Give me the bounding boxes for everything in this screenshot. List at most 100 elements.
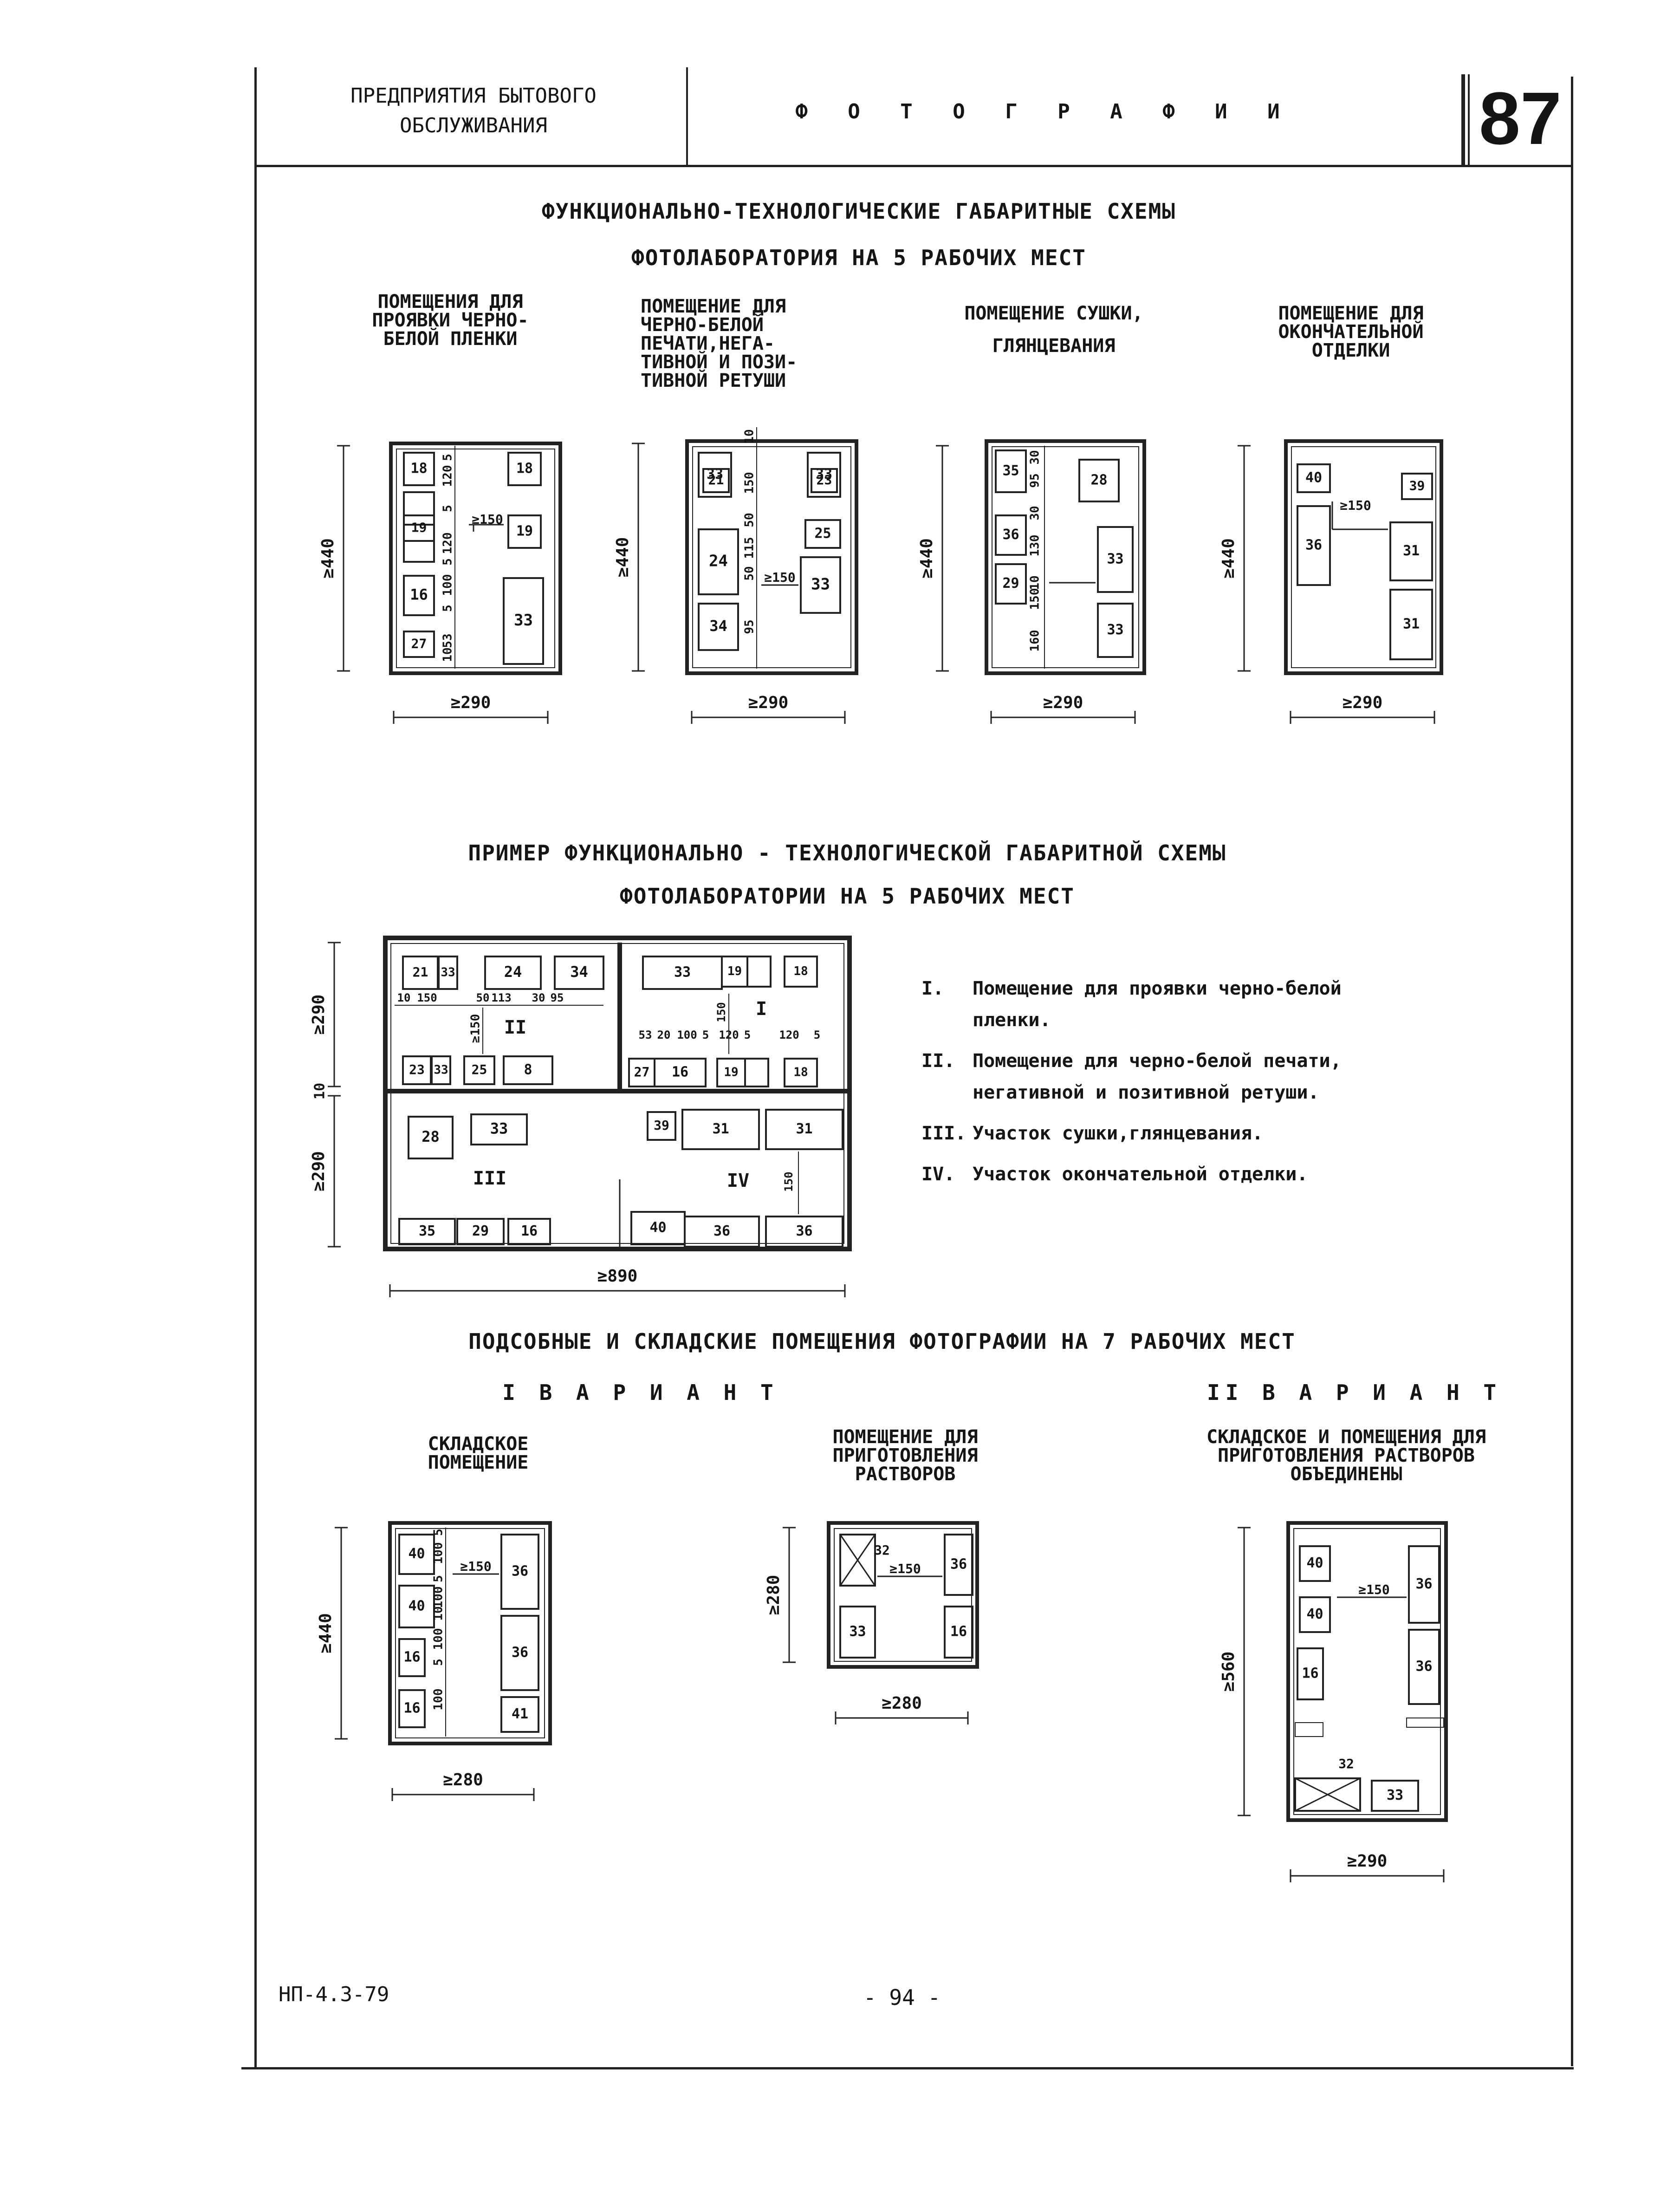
- equipment-box: [1299, 1596, 1331, 1633]
- room-inner-line: [1291, 446, 1436, 668]
- combined-label: СКЛАДСКОЕ И ПОМЕЩЕНИЯ ДЛЯ ПРИГОТОВЛЕНИЯ …: [1206, 1426, 1486, 1485]
- footer-page: - 94 -: [863, 1985, 941, 2010]
- equipment-box: [647, 1111, 676, 1141]
- legend-num: II.: [921, 1050, 955, 1072]
- equipment-number: 34: [709, 617, 727, 635]
- height-dimension-label: ≥560: [1219, 1652, 1238, 1692]
- plan3-walls: [985, 439, 1146, 675]
- header-divider-2: [1461, 74, 1465, 167]
- equipment-number: 36: [713, 1223, 730, 1239]
- solutions-walls: [827, 1521, 979, 1669]
- equipment-box: [456, 1218, 505, 1245]
- equipment-number: 29: [1002, 575, 1019, 592]
- equipment-box: [408, 1116, 454, 1159]
- equipment-number: 35: [1002, 463, 1019, 479]
- legend-item-1b: пленки.: [921, 1004, 1479, 1036]
- equipment-number: 33: [674, 964, 691, 981]
- equipment-number: 33: [434, 1063, 448, 1077]
- equipment-number: 33: [1387, 1787, 1403, 1803]
- dim-label: 5: [441, 605, 455, 612]
- equipment-box: [1371, 1780, 1419, 1812]
- dim-label: 100: [441, 574, 455, 596]
- dim-label: 100: [677, 1028, 697, 1041]
- equipment-number: 25: [472, 1062, 487, 1077]
- clearance-label: ≥150: [889, 1561, 921, 1576]
- fixture-box: [1406, 1718, 1444, 1728]
- dim-label: 50: [476, 991, 490, 1004]
- legend-item-4: IV.Участок окончательной отделки.: [921, 1158, 1479, 1190]
- equipment-number: 39: [654, 1118, 669, 1133]
- equipment-number: 19: [727, 964, 742, 978]
- equipment-number: 19: [411, 520, 427, 535]
- equipment-box: [765, 1216, 843, 1248]
- equipment-box: [1297, 505, 1331, 586]
- equipment-box: [804, 519, 841, 549]
- equipment-number: 33: [1107, 551, 1123, 567]
- width-dimension-label: ≥280: [443, 1770, 483, 1789]
- dim-label: 130: [1028, 535, 1042, 557]
- equipment-box: [944, 1606, 973, 1659]
- equipment-box: [744, 1058, 769, 1087]
- dim-label: 30: [1028, 450, 1042, 464]
- height-dimension-label: ≥290: [309, 1151, 328, 1191]
- equipment-box: [403, 575, 435, 616]
- dim-label: 5: [432, 1529, 446, 1536]
- equipment-box: [698, 528, 739, 595]
- header-divider-1: [686, 67, 688, 166]
- height-dimension-label: ≥440: [318, 538, 337, 579]
- equipment-number: 35: [419, 1223, 435, 1239]
- legend-num: III.: [921, 1123, 966, 1144]
- equipment-number: 21: [708, 472, 724, 488]
- equipment-number: 40: [1306, 1555, 1323, 1571]
- frame-left: [254, 67, 257, 2069]
- section1-title-2: ФОТОЛАБОРАТОРИЯ НА 5 РАБОЧИХ МЕСТ: [631, 245, 1086, 270]
- equipment-number: 23: [817, 472, 832, 488]
- equipment-box: [1078, 459, 1120, 502]
- room-number: IV: [727, 1170, 749, 1191]
- room-inner-line: [692, 446, 851, 668]
- equipment-box: [431, 1055, 451, 1085]
- legend-num: IV.: [921, 1164, 955, 1185]
- equipment-number: 24: [709, 552, 728, 571]
- frame-right: [1571, 77, 1573, 2066]
- equipment-box: [1097, 603, 1134, 658]
- sink-box: [839, 1534, 876, 1587]
- equipment-number: 18: [793, 964, 808, 978]
- dim-label: 115: [743, 537, 757, 559]
- equipment-number: 16: [521, 1223, 538, 1239]
- equipment-number: 40: [408, 1598, 425, 1614]
- sink-box: [1294, 1777, 1361, 1812]
- sheet-number: 87: [1479, 77, 1562, 160]
- dim-label: 10: [1028, 575, 1042, 590]
- equipment-number: 28: [422, 1128, 440, 1145]
- dim-label: 5: [441, 558, 455, 566]
- equipment-number: 34: [570, 963, 588, 981]
- equipment-box: [1389, 521, 1433, 581]
- dim-label: 100: [432, 1587, 446, 1608]
- equipment-number: 36: [1305, 537, 1322, 553]
- dim-label: 5: [432, 1575, 446, 1582]
- dim-label: 150: [715, 1002, 728, 1022]
- equipment-number: 28: [1090, 472, 1107, 488]
- legend-text: Участок сушки,глянцевания.: [973, 1123, 1264, 1144]
- equipment-number: 33: [490, 1120, 508, 1138]
- equipment-number: 16: [1302, 1666, 1318, 1682]
- width-dimension-label: ≥290: [1347, 1852, 1388, 1871]
- equipment-box: [398, 1534, 435, 1575]
- equipment-number: 19: [516, 523, 533, 540]
- dim-label: 160: [1028, 630, 1042, 652]
- section2-title-2: ФОТОЛАБОРАТОРИИ НА 5 РАБОЧИХ МЕСТ: [620, 884, 1075, 909]
- equipment-box: [654, 1058, 707, 1087]
- equipment-number: 31: [1403, 543, 1420, 559]
- equipment-box: [398, 1689, 426, 1728]
- equipment-number: 18: [793, 1066, 808, 1080]
- equipment-box: [1408, 1629, 1440, 1705]
- dim-label: 5: [432, 1659, 446, 1666]
- legend-text: негативной и позитивной ретуши.: [973, 1082, 1319, 1103]
- equipment-number: 23: [409, 1062, 425, 1077]
- room-number: I: [756, 998, 767, 1020]
- dim-label: 5: [441, 505, 455, 512]
- dim-label: 5: [744, 1028, 751, 1041]
- dim-label: 150: [417, 991, 437, 1004]
- equipment-number: 33: [441, 966, 455, 980]
